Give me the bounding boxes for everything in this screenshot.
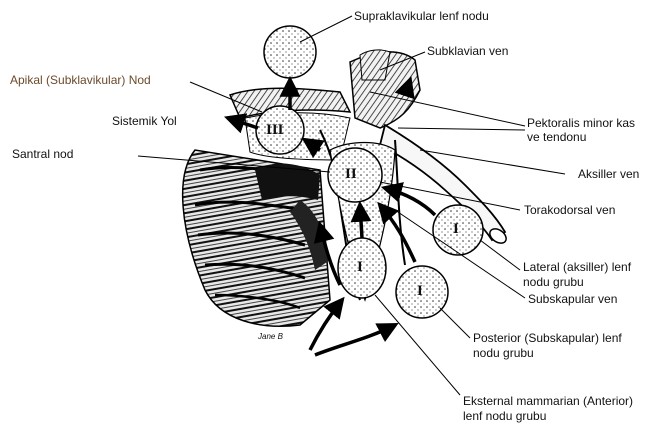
label-central-node: Santral nod xyxy=(12,147,73,161)
node-posterior-level-one-label: I xyxy=(417,284,423,298)
label-external-line1: Eksternal mammarian (Anterior) xyxy=(463,394,633,408)
arrow-posterior-up xyxy=(380,205,415,262)
label-posterior-line1: Posterior (Subskapular) lenf xyxy=(473,331,622,345)
label-systemic-route: Sistemik Yol xyxy=(112,114,177,128)
leader-lateral xyxy=(480,240,520,270)
arrow-lower-left-2 xyxy=(315,325,395,355)
label-lateral-line1: Lateral (aksiller) lenf xyxy=(523,260,631,274)
label-pectoralis-line1: Pektoralis minor kas xyxy=(527,116,635,130)
label-posterior-line2: nodu grubu xyxy=(473,346,534,360)
leader-supraclavicular xyxy=(300,16,352,42)
label-pectoralis-line2: ve tendonu xyxy=(527,130,586,144)
supraclavicular-node xyxy=(264,26,316,78)
artist-signature: Jane B xyxy=(258,330,283,344)
label-supraclavicular: Supraklavikular lenf nodu xyxy=(354,9,489,23)
label-lateral-line2: nodu grubu xyxy=(523,275,584,289)
node-anterior-level-one-label: I xyxy=(357,260,363,274)
label-subclavian-vein: Subklavian ven xyxy=(427,44,508,58)
leader-pectoralis-2 xyxy=(398,128,525,130)
node-level-two-label: II xyxy=(345,167,357,181)
label-thoracodorsal-vein: Torakodorsal ven xyxy=(524,203,615,217)
arrow-anterior-up xyxy=(360,205,362,238)
label-apical-node: Apikal (Subklavikular) Nod xyxy=(10,73,151,87)
node-lateral-level-one-label: I xyxy=(453,222,459,236)
label-subscapular-vein: Subskapular ven xyxy=(528,292,617,306)
label-external-line2: lenf nodu grubu xyxy=(463,409,546,423)
label-axillary-vein: Aksiller ven xyxy=(578,167,639,181)
node-level-three-label: III xyxy=(266,123,284,137)
leader-posterior xyxy=(440,308,470,338)
arrow-lateral-to-central xyxy=(385,188,435,215)
